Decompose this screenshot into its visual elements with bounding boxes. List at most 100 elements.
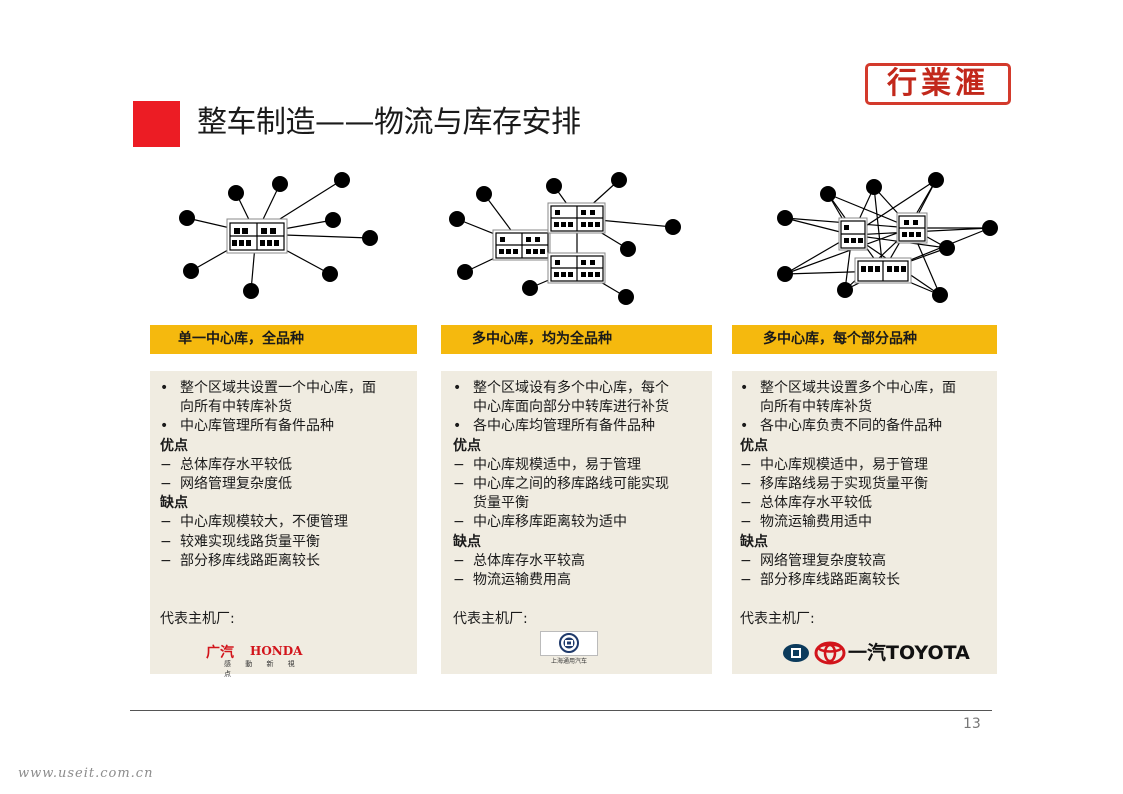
dash-marker: −: [160, 552, 172, 569]
bullet-marker: •: [453, 380, 462, 396]
line-text: 中心库面向部分中转库进行补货: [473, 399, 669, 416]
line-text: 整个区域共设置一个中心库，面: [180, 380, 376, 396]
outlet-node: [777, 210, 793, 226]
outlet-node: [457, 264, 473, 280]
outlet-node: [939, 240, 955, 256]
line-text: 货量平衡: [473, 495, 529, 512]
line-text: 物流运输费用适中: [760, 514, 872, 531]
column-heading-band: 多中心库，每个部分品种: [732, 325, 997, 354]
line-text: 网络管理复杂度低: [180, 476, 292, 492]
shanghai-gm-logo-caption: 上海通用汽车: [550, 658, 587, 665]
central-warehouse-icon: [547, 202, 606, 234]
outlet-node: [243, 283, 259, 299]
line-text: 中心库管理所有备件品种: [180, 418, 334, 435]
dash-marker: −: [453, 572, 465, 588]
outlet-node: [179, 210, 195, 226]
outlet-nodes: [179, 172, 378, 299]
bullet-marker: •: [160, 380, 169, 396]
network-diagram-single-center: [179, 172, 378, 299]
shanghai-gm-logo: 上海通用汽车: [540, 631, 598, 667]
description-panel: •整个区域共设置多个中心库，面向所有中转库补货•各中心库负责不同的备件品种优点−…: [732, 371, 997, 674]
line-text: 中心库规模较大，不便管理: [180, 514, 348, 531]
outlet-node: [611, 172, 627, 188]
description-panel: •整个区域设有多个中心库，每个中心库面向部分中转库进行补货•各中心库均管理所有备…: [441, 371, 712, 674]
column-heading: 多中心库，均为全品种: [472, 331, 612, 347]
dash-marker: −: [453, 456, 465, 473]
outlet-node: [820, 186, 836, 202]
line-text: 各中心库负责不同的备件品种: [760, 418, 942, 435]
outlet-nodes: [449, 172, 681, 305]
outlet-node: [362, 230, 378, 246]
faw-toyota-logo: 一汽TOYOTA: [782, 640, 982, 666]
outlet-node: [665, 219, 681, 235]
outlet-node: [228, 185, 244, 201]
outlet-node: [618, 289, 634, 305]
line-text: 物流运输费用高: [473, 572, 571, 588]
brand-seal-logo: 行業滙: [865, 63, 1011, 105]
dash-marker: −: [740, 572, 752, 588]
line-text: 较难实现线路货量平衡: [180, 533, 320, 550]
line-text: 中心库规模适中，易于管理: [760, 456, 928, 473]
dash-marker: −: [160, 476, 172, 492]
central-warehouse-icon: [854, 257, 912, 284]
dash-marker: −: [453, 476, 465, 492]
representative-label: 代表主机厂:: [740, 611, 815, 627]
site-watermark: www.useit.com.cn: [18, 766, 154, 781]
line-text: 缺点: [453, 533, 481, 550]
representative-label: 代表主机厂:: [453, 611, 528, 627]
central-warehouse-icon: [838, 217, 868, 251]
central-warehouse-icon: [896, 212, 928, 244]
line-text: 优点: [453, 437, 481, 454]
description-panel: •整个区域共设置一个中心库，面向所有中转库补货•中心库管理所有备件品种优点−总体…: [150, 371, 417, 674]
outlet-nodes: [777, 172, 998, 303]
dash-marker: −: [740, 495, 752, 512]
outlet-node: [546, 178, 562, 194]
dash-marker: −: [740, 456, 752, 473]
dash-marker: −: [740, 552, 752, 569]
dash-marker: −: [740, 476, 752, 492]
bullet-marker: •: [453, 418, 462, 435]
line-text: 各中心库均管理所有备件品种: [473, 418, 655, 435]
line-text: 向所有中转库补货: [180, 399, 292, 416]
line-text: 中心库移库距离较为适中: [473, 514, 627, 531]
column-heading: 多中心库，每个部分品种: [763, 331, 917, 347]
representative-label: 代表主机厂:: [160, 611, 235, 627]
line-text: 缺点: [740, 533, 768, 550]
line-text: 总体库存水平较低: [180, 456, 292, 473]
dash-marker: −: [160, 533, 172, 550]
line-text: 优点: [160, 437, 188, 454]
column-heading: 单一中心库，全品种: [178, 331, 304, 347]
line-text: 总体库存水平较高: [473, 552, 585, 569]
brand-seal-text: 行業滙: [887, 66, 989, 101]
outlet-node: [325, 212, 341, 228]
outlet-node: [334, 172, 350, 188]
line-text: 中心库规模适中，易于管理: [473, 456, 641, 473]
line-text: 部分移库线路距离较长: [760, 572, 900, 588]
central-warehouse-icon: [547, 252, 606, 284]
dash-marker: −: [453, 514, 465, 531]
shanghai-gm-emblem-icon: [540, 631, 598, 656]
bullet-marker: •: [740, 418, 749, 435]
outlet-node: [272, 176, 288, 192]
line-text: 总体库存水平较低: [760, 495, 872, 512]
line-text: 缺点: [160, 495, 188, 512]
outlet-node: [449, 211, 465, 227]
bullet-marker: •: [160, 418, 169, 435]
column-heading-band: 多中心库，均为全品种: [441, 325, 712, 354]
network-diagram-multi-center-partial: [777, 172, 998, 303]
outlet-node: [866, 179, 882, 195]
outlet-node: [183, 263, 199, 279]
central-warehouse-icon: [226, 218, 288, 254]
line-text: 向所有中转库补货: [760, 399, 872, 416]
faw-toyota-logo-text: 一汽TOYOTA: [848, 642, 970, 664]
network-diagram-multi-center-full: [449, 172, 681, 305]
line-text: 网络管理复杂度较高: [760, 552, 886, 569]
gac-honda-logo-tagline: 感 動 新 視 点: [224, 660, 301, 678]
outlet-node: [932, 287, 948, 303]
outlet-node: [982, 220, 998, 236]
dash-marker: −: [160, 514, 172, 531]
page-title: 整车制造——物流与库存安排: [197, 105, 581, 140]
gac-honda-logo-cn: 广汽: [206, 645, 234, 661]
outlet-node: [322, 266, 338, 282]
line-text: 整个区域共设置多个中心库，面: [760, 380, 956, 396]
